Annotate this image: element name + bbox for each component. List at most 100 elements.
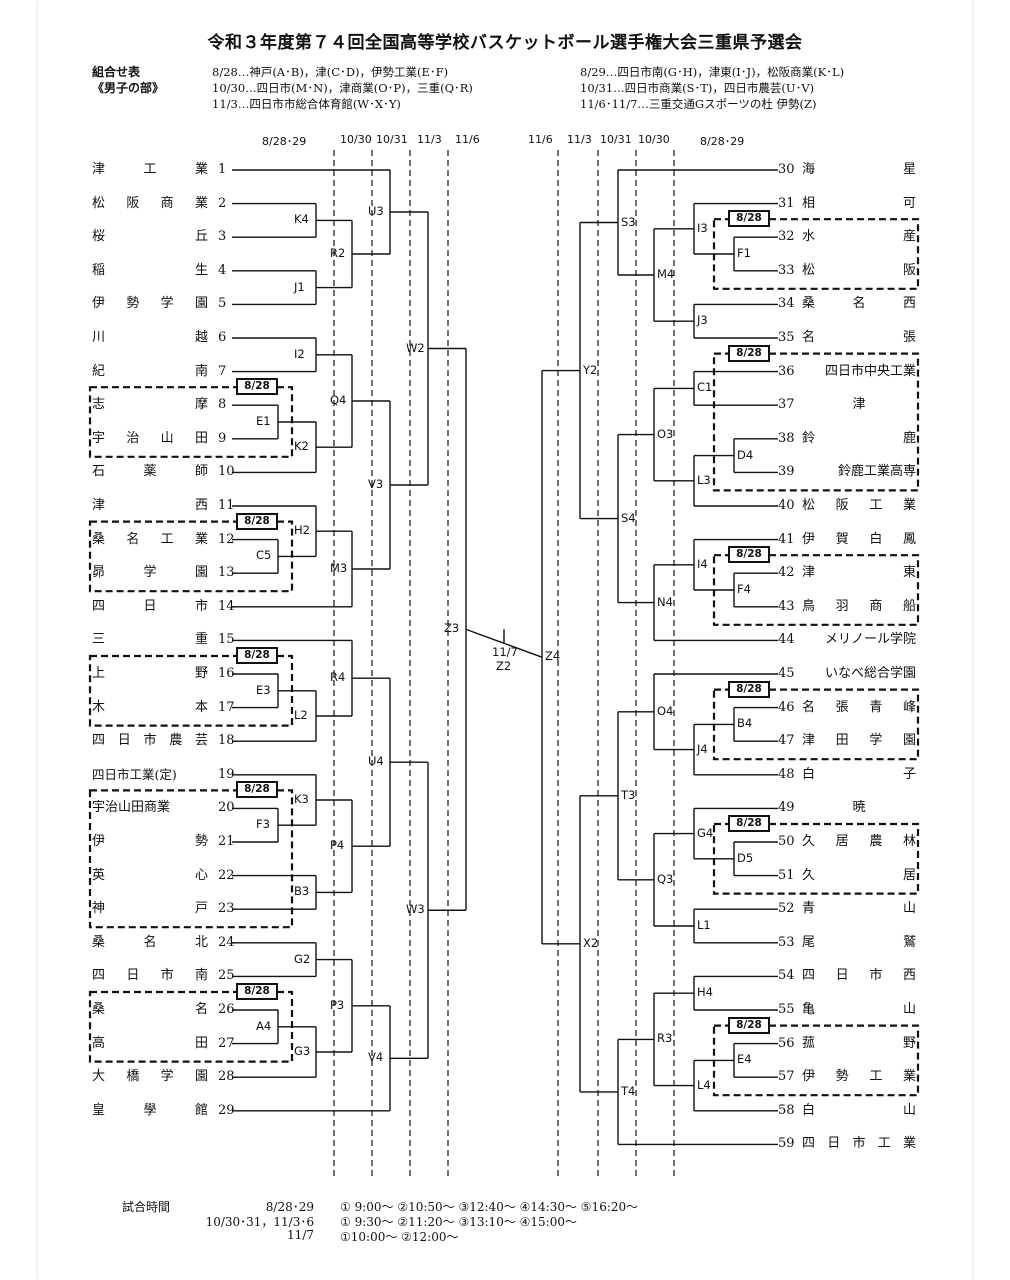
team-number: 17 <box>218 699 235 715</box>
team-name: 宇治山田商業 <box>92 800 171 816</box>
team-number: 47 <box>778 733 795 749</box>
team-number: 36 <box>778 363 795 379</box>
team-name: 鈴鹿 <box>802 430 916 446</box>
team-name: 三重 <box>92 632 208 648</box>
team-name: 四日市 <box>92 598 208 614</box>
team-number: 14 <box>218 598 235 614</box>
team-number: 30 <box>778 162 795 177</box>
team-name: 相可 <box>802 195 916 211</box>
team-number: 25 <box>218 968 235 984</box>
team-number: 31 <box>778 195 795 211</box>
team-name: 津西 <box>92 498 208 513</box>
team-number: 50 <box>778 834 795 849</box>
team-name: 津 <box>852 397 866 413</box>
game-label-n4: N4 <box>657 594 673 609</box>
team-name: 志摩 <box>92 397 208 413</box>
team-name: 神戸 <box>92 901 208 917</box>
team-name: 上野 <box>92 666 208 681</box>
team-row: 四日市 14 <box>92 598 242 616</box>
early-game-box <box>712 218 920 290</box>
team-name: 桑名工業 <box>92 531 208 547</box>
team-number: 35 <box>778 330 795 345</box>
team-name: 英心 <box>92 867 208 883</box>
team-row: 神戸 23 <box>92 900 242 918</box>
date-badge: 8/28 <box>236 781 278 799</box>
game-label-u4: U4 <box>368 754 384 769</box>
game-label-m4: M4 <box>657 267 675 281</box>
team-name: 皇學館 <box>92 1102 208 1118</box>
venue-right-2: 10/31…四日市商業(S･T)，四日市農芸(U･V) <box>580 81 815 95</box>
team-number: 9 <box>218 430 227 446</box>
date-left-5: 11/6 <box>455 133 480 146</box>
game-label-e1: E1 <box>256 414 271 428</box>
game-label-i2: I2 <box>294 346 305 361</box>
team-number: 56 <box>778 1035 795 1051</box>
team-row: 三重 15 <box>92 631 242 649</box>
team-name: 伊賀白鳳 <box>802 531 916 547</box>
team-number: 57 <box>778 1069 795 1085</box>
team-number: 59 <box>778 1136 795 1152</box>
early-game-box <box>712 1024 920 1097</box>
team-number: 39 <box>778 464 795 480</box>
team-number: 58 <box>778 1102 795 1118</box>
game-label-i4: I4 <box>697 556 708 571</box>
game-label-l4: L4 <box>697 1077 711 1092</box>
game-label-v3: V3 <box>368 477 384 491</box>
early-game-box <box>712 554 920 626</box>
team-name: 水産 <box>802 229 916 245</box>
team-number: 45 <box>778 666 795 681</box>
date-right-5: 8/28･29 <box>700 135 745 148</box>
team-row: 四日市工業(定)19 <box>92 766 242 784</box>
game-label-i3: I3 <box>697 220 708 235</box>
team-number: 55 <box>778 1002 795 1017</box>
team-number: 26 <box>218 1002 235 1017</box>
team-name: 鳥羽商船 <box>802 598 916 614</box>
game-label-c5: C5 <box>256 548 272 563</box>
team-name: 川越 <box>92 330 208 345</box>
header-label-table: 組合せ表 <box>92 65 141 79</box>
team-number: 21 <box>218 834 235 849</box>
game-label-k3: K3 <box>294 792 309 806</box>
team-number: 42 <box>778 565 795 581</box>
early-game-box <box>88 520 294 593</box>
team-number: 28 <box>218 1069 235 1085</box>
game-label-u3: U3 <box>368 204 384 218</box>
game-label-g3: G3 <box>294 1044 311 1058</box>
date-right-3: 10/31 <box>600 133 632 146</box>
team-number: 51 <box>778 867 795 883</box>
game-label-w3: W3 <box>406 902 425 917</box>
team-name: 菰野 <box>802 1035 916 1051</box>
early-game-box <box>712 352 920 492</box>
team-number: 33 <box>778 262 795 278</box>
early-game-box <box>88 386 294 458</box>
final-date: 11/7 <box>492 645 518 660</box>
team-name: 名張 <box>802 330 916 345</box>
team-row: 相可 31 <box>778 195 918 213</box>
bracket-sheet <box>38 0 972 1280</box>
team-number: 15 <box>218 632 235 648</box>
team-number: 23 <box>218 901 235 917</box>
date-badge: 8/28 <box>236 983 278 1000</box>
footer-date-2: 10/30･31，11/3･6 <box>205 1215 314 1229</box>
team-number: 8 <box>218 397 227 413</box>
early-game-box <box>712 688 920 761</box>
team-name: 伊勢学園 <box>92 296 208 312</box>
footer-date-1: 8/28･29 <box>265 1200 314 1214</box>
